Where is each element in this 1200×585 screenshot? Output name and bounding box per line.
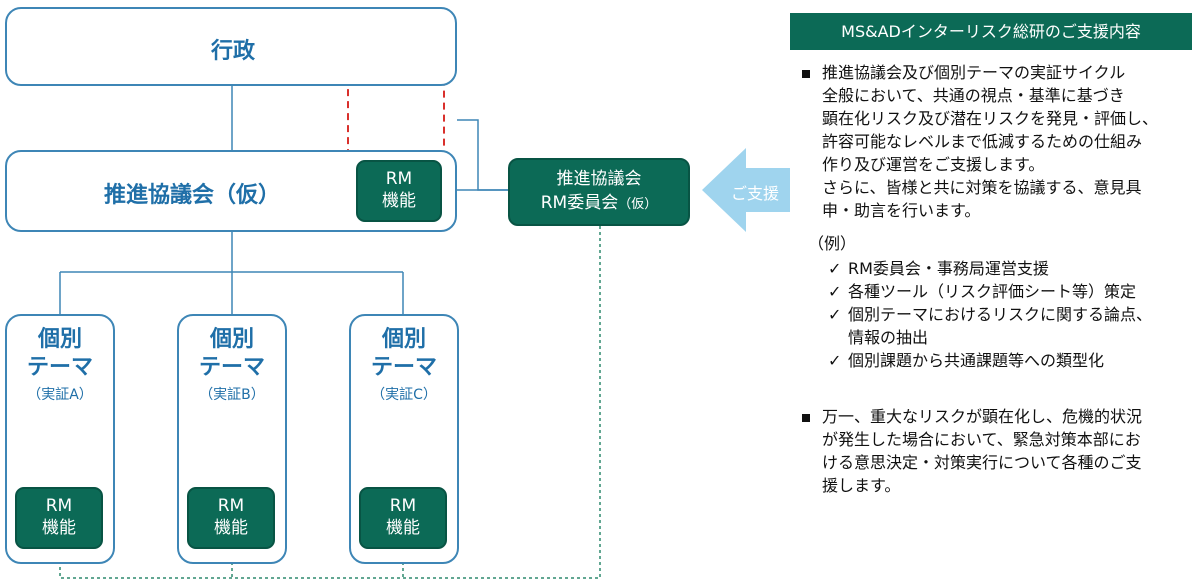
check-icon: ✓ — [828, 282, 842, 301]
support-header: MS&ADインターリスク総研のご支援内容 — [790, 13, 1192, 50]
rm-committee-line1: 推進協議会 — [556, 169, 642, 189]
support-arrow-label: ご支援 — [731, 184, 780, 203]
example-list: ✓RM委員会・事務局運営支援 ✓各種ツール（リスク評価シート等）策定 ✓個別テー… — [828, 257, 1188, 372]
council-title: 推進協議会（仮） — [103, 183, 280, 208]
rm-committee-box: 推進協議会 RM委員会（仮） — [508, 158, 690, 226]
bullet-square-2 — [802, 414, 810, 422]
example-item: ✓各種ツール（リスク評価シート等）策定 — [828, 282, 1137, 301]
rm-committee-line2: RM委員会（仮） — [540, 193, 658, 213]
support-para1: 推進協議会及び個別テーマの実証サイクル 全般において、共通の視点・基準に基づき … — [822, 63, 1159, 220]
example-item: ✓個別テーマにおけるリスクに関する論点、 — [828, 305, 1153, 324]
admin-rm-committee-connector — [457, 119, 508, 191]
example-item: ✓RM委員会・事務局運営支援 — [828, 259, 1049, 278]
admin-title: 行政 — [210, 39, 255, 64]
check-icon: ✓ — [828, 351, 842, 370]
example-item-continued: 情報の抽出 — [848, 328, 929, 347]
bullet-square-1 — [802, 70, 810, 78]
example-item: ✓個別課題から共通課題等への類型化 — [828, 351, 1105, 370]
check-icon: ✓ — [828, 259, 842, 278]
admin-box: 行政 — [5, 7, 457, 86]
support-arrow — [702, 148, 790, 232]
support-para2: 万一、重大なリスクが顕在化し、危機的状況 が発生した場合において、緊急対策本部に… — [822, 407, 1143, 495]
check-icon: ✓ — [828, 305, 842, 324]
example-label: （例） — [808, 234, 857, 253]
rm-network-dotted-line — [59, 226, 601, 579]
